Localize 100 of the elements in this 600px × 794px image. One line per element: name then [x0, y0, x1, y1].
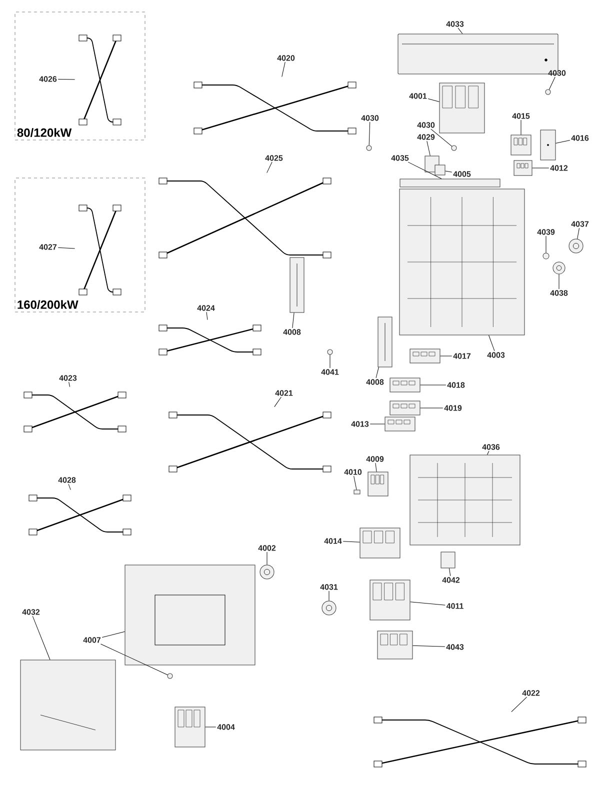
- leader-line: [354, 476, 357, 490]
- callout-number: 4027: [39, 244, 57, 250]
- leader-line: [328, 590, 330, 601]
- leader-line: [458, 28, 463, 34]
- knob-drawing: [552, 262, 566, 274]
- callout-number: 4030: [548, 70, 566, 76]
- housing-drawing: [410, 454, 520, 546]
- callout-number: 4010: [344, 469, 362, 475]
- callout-number: 4019: [444, 405, 462, 411]
- leader-line: [426, 140, 430, 156]
- screw-drawing: [545, 89, 551, 95]
- wire-harness-drawing: [158, 178, 332, 258]
- leader-line: [420, 384, 446, 386]
- leader-line: [410, 602, 446, 606]
- leader-line: [266, 162, 272, 174]
- wire-harness-drawing: [78, 34, 122, 126]
- circuit-board-drawing: [370, 580, 410, 620]
- leader-line: [511, 696, 528, 712]
- leader-line: [292, 312, 294, 328]
- leader-line: [428, 98, 440, 102]
- leader-line: [282, 62, 286, 78]
- leader-line: [375, 462, 377, 472]
- callout-number: 4029: [417, 134, 435, 140]
- screw-drawing: [327, 349, 333, 355]
- leader-line: [548, 76, 556, 90]
- wire-harness-drawing: [194, 82, 356, 134]
- leader-line: [205, 726, 216, 728]
- leader-line: [488, 335, 495, 352]
- callout-number: 4036: [482, 444, 500, 450]
- leader-line: [206, 312, 208, 320]
- leader-line: [58, 78, 76, 80]
- wire-harness-drawing: [78, 204, 122, 296]
- callout-number: 4039: [537, 229, 555, 235]
- callout-number: 4043: [446, 644, 464, 650]
- leader-line: [68, 382, 70, 388]
- leader-line: [342, 541, 360, 542]
- circuit-board-drawing: [390, 378, 420, 392]
- callout-number: 4005: [453, 171, 471, 177]
- callout-number: 4033: [446, 21, 464, 27]
- bracket-drawing: [290, 257, 304, 313]
- plate-drawing: [540, 130, 556, 160]
- callout-number: 4016: [571, 135, 589, 141]
- leader-line: [266, 552, 268, 565]
- callout-number: 4031: [320, 584, 338, 590]
- screw-drawing: [366, 145, 372, 151]
- circuit-board-drawing: [514, 160, 532, 176]
- leader-line: [32, 616, 50, 660]
- callout-number: 4008: [366, 379, 384, 385]
- callout-number: 4030: [361, 115, 379, 121]
- callout-number: 4018: [447, 382, 465, 388]
- circuit-board-drawing: [384, 416, 416, 432]
- callout-number: 4025: [265, 155, 283, 161]
- leader-line: [68, 484, 71, 490]
- housing-rim-drawing: [400, 178, 500, 188]
- callout-number: 4009: [366, 456, 384, 462]
- circuit-board-drawing: [360, 528, 400, 558]
- knob-drawing: [322, 600, 336, 616]
- knob-drawing: [568, 238, 584, 254]
- part-drawing: [354, 490, 360, 494]
- leader-line: [558, 274, 560, 290]
- callout-number: 4001: [409, 93, 427, 99]
- circuit-board-drawing: [390, 400, 420, 416]
- callout-number: 4017: [453, 353, 471, 359]
- part-drawing: [434, 164, 446, 176]
- callout-number: 4004: [217, 724, 235, 730]
- leader-line: [102, 631, 125, 638]
- wire-harness-drawing: [24, 392, 126, 432]
- callout-number: 4037: [571, 221, 589, 227]
- callout-number: 4003: [487, 352, 505, 358]
- circuit-board-drawing: [410, 348, 440, 364]
- callout-number: 4024: [197, 305, 215, 311]
- leader-line: [58, 247, 76, 249]
- callout-number: 4021: [275, 390, 293, 396]
- leader-line: [556, 140, 570, 144]
- part-drawing: [440, 552, 456, 568]
- leader-line: [520, 120, 522, 135]
- callout-number: 4042: [442, 577, 460, 583]
- callout-number: 4038: [550, 290, 568, 296]
- leader-line: [412, 645, 446, 647]
- callout-number: 4008: [283, 329, 301, 335]
- circuit-board-drawing: [510, 134, 532, 156]
- circuit-board-drawing: [174, 706, 206, 748]
- callout-number: 4032: [22, 609, 40, 615]
- callout-number: 4007: [83, 637, 101, 643]
- wire-harness-drawing: [28, 494, 132, 536]
- leader-line: [430, 128, 452, 146]
- callout-number: 4035: [391, 155, 409, 161]
- leader-line: [445, 170, 452, 172]
- wire-harness-drawing: [158, 324, 262, 356]
- leader-line: [376, 367, 379, 378]
- callout-number: 4015: [512, 113, 530, 119]
- bracket-drawing: [378, 316, 392, 368]
- circuit-board-drawing: [439, 82, 485, 134]
- callout-number: 4030: [417, 122, 435, 128]
- callout-number: 4013: [351, 421, 369, 427]
- circuit-board-drawing: [368, 472, 388, 496]
- callout-number: 4023: [59, 375, 77, 381]
- leader-line: [274, 396, 282, 408]
- callout-number: 4020: [277, 55, 295, 61]
- cover-panel-drawing: [20, 660, 116, 750]
